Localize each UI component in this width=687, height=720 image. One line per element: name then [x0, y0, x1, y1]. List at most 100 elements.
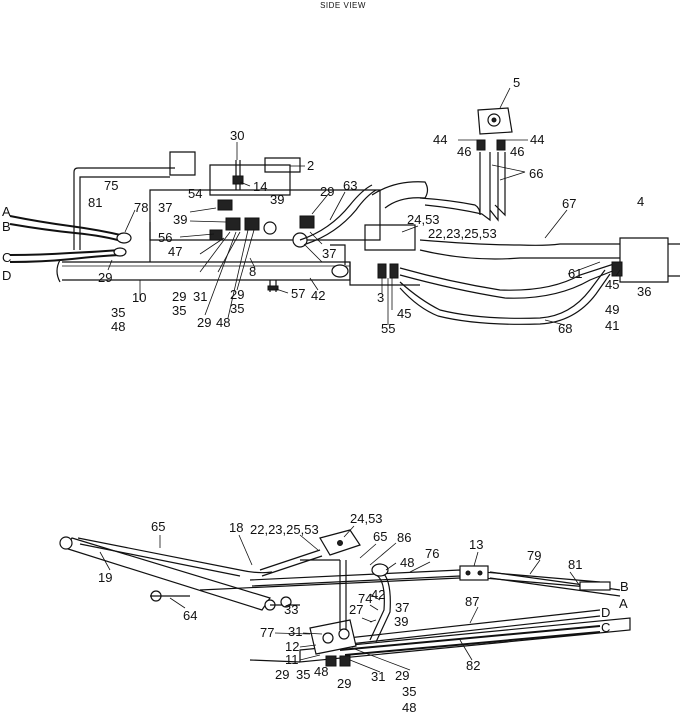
callout-2: 2: [307, 158, 314, 173]
callout-44a: 44: [433, 132, 447, 147]
callout-39c: 39: [394, 614, 408, 629]
callout-64: 64: [183, 608, 197, 623]
callout-12: 12: [285, 639, 299, 654]
callout-63: 63: [343, 178, 357, 193]
callout-13: 13: [469, 537, 483, 552]
manifold: [364, 224, 416, 251]
callout-29c: 29: [172, 289, 186, 304]
callout-24-53: 24,53: [407, 212, 440, 227]
callout-67: 67: [562, 196, 576, 211]
rail-mount: [331, 264, 349, 278]
frame-beam-82: [299, 617, 631, 663]
callout-74: 74: [358, 591, 372, 606]
top-callouts: 5 44 44 46 46 66 30 2 75 14 54 29 63 81 …: [2, 75, 651, 336]
tube-87: [329, 609, 601, 641]
callout-61: 61: [568, 266, 582, 281]
callout-47: 47: [168, 244, 182, 259]
diagram-title: SIDE VIEW: [320, 1, 366, 10]
callout-86: 86: [397, 530, 411, 545]
callout-37a: 37: [158, 200, 172, 215]
callout-30: 30: [230, 128, 244, 143]
callout-81b: 81: [568, 557, 582, 572]
label-b-bottom: B: [620, 579, 629, 594]
callout-29e: 29: [197, 315, 211, 330]
elbow-hose: [371, 181, 429, 209]
callout-29a: 29: [320, 184, 334, 199]
cylinder-19: [64, 537, 271, 611]
callout-3: 3: [377, 290, 384, 305]
tube-67: [419, 239, 620, 246]
callout-76: 76: [425, 546, 439, 561]
callout-75: 75: [104, 178, 118, 193]
callout-41: 41: [605, 318, 619, 333]
upper-housing: [209, 164, 291, 196]
callout-31: 31: [193, 289, 207, 304]
callout-65a: 65: [151, 519, 165, 534]
callout-10: 10: [132, 290, 146, 305]
callout-35a: 35: [111, 305, 125, 320]
callout-37c: 37: [395, 600, 409, 615]
callout-54: 54: [188, 186, 202, 201]
callout-35b: 35: [172, 303, 186, 318]
callout-14: 14: [253, 179, 267, 194]
callout-48d: 48: [314, 664, 328, 679]
label-d-bottom: D: [601, 605, 610, 620]
callout-29b: 29: [98, 270, 112, 285]
tube-75: [73, 167, 175, 250]
callout-35c: 35: [230, 301, 244, 316]
callout-49: 49: [605, 302, 619, 317]
callout-45a: 45: [605, 277, 619, 292]
callout-66: 66: [529, 166, 543, 181]
callout-29h: 29: [337, 676, 351, 691]
label-a-bottom: A: [619, 596, 628, 611]
cylinder-4: [619, 237, 669, 283]
callout-4: 4: [637, 194, 644, 209]
label-c: C: [2, 250, 11, 265]
callout-31b: 31: [288, 624, 302, 639]
callout-48c: 48: [400, 555, 414, 570]
callout-46b: 46: [510, 144, 524, 159]
tube-74: [369, 574, 385, 641]
callout-55: 55: [381, 321, 395, 336]
callout-78: 78: [134, 200, 148, 215]
callout-42b: 42: [371, 587, 385, 602]
clamp-13: [459, 565, 489, 581]
callout-56: 56: [158, 230, 172, 245]
callout-36: 36: [637, 284, 651, 299]
callout-48a: 48: [216, 315, 230, 330]
tube-65: [77, 537, 273, 574]
callout-46a: 46: [457, 144, 471, 159]
label-d: D: [2, 268, 11, 283]
callout-39b: 39: [173, 212, 187, 227]
callout-27: 27: [349, 602, 363, 617]
callout-35d: 35: [296, 667, 310, 682]
callout-42: 42: [311, 288, 325, 303]
callout-29f: 29: [395, 668, 409, 683]
callout-37b: 37: [322, 246, 336, 261]
callout-35e: 35: [402, 684, 416, 699]
part-2-block: [264, 157, 301, 173]
top-leaders: [107, 87, 621, 326]
callout-45b: 45: [397, 306, 411, 321]
callout-79: 79: [527, 548, 541, 563]
callout-29d: 29: [230, 287, 244, 302]
callout-31c: 31: [371, 669, 385, 684]
callout-5: 5: [513, 75, 520, 90]
hose-d: [9, 254, 121, 263]
callout-8: 8: [249, 264, 256, 279]
callout-11: 11: [285, 652, 299, 667]
callout-22-23-25-53-b: 22,23,25,53: [250, 522, 319, 537]
callout-81: 81: [88, 195, 102, 210]
label-b: B: [2, 219, 11, 234]
tube-66a: [419, 152, 481, 216]
tube-66b: [489, 152, 499, 222]
bottom-leaders: [99, 525, 581, 673]
callout-44b: 44: [530, 132, 544, 147]
callout-18: 18: [229, 520, 243, 535]
top-assembly: [9, 107, 680, 325]
callout-24-53-b: 24,53: [350, 511, 383, 526]
label-a: A: [2, 204, 11, 219]
callout-68: 68: [558, 321, 572, 336]
callout-29g: 29: [275, 667, 289, 682]
